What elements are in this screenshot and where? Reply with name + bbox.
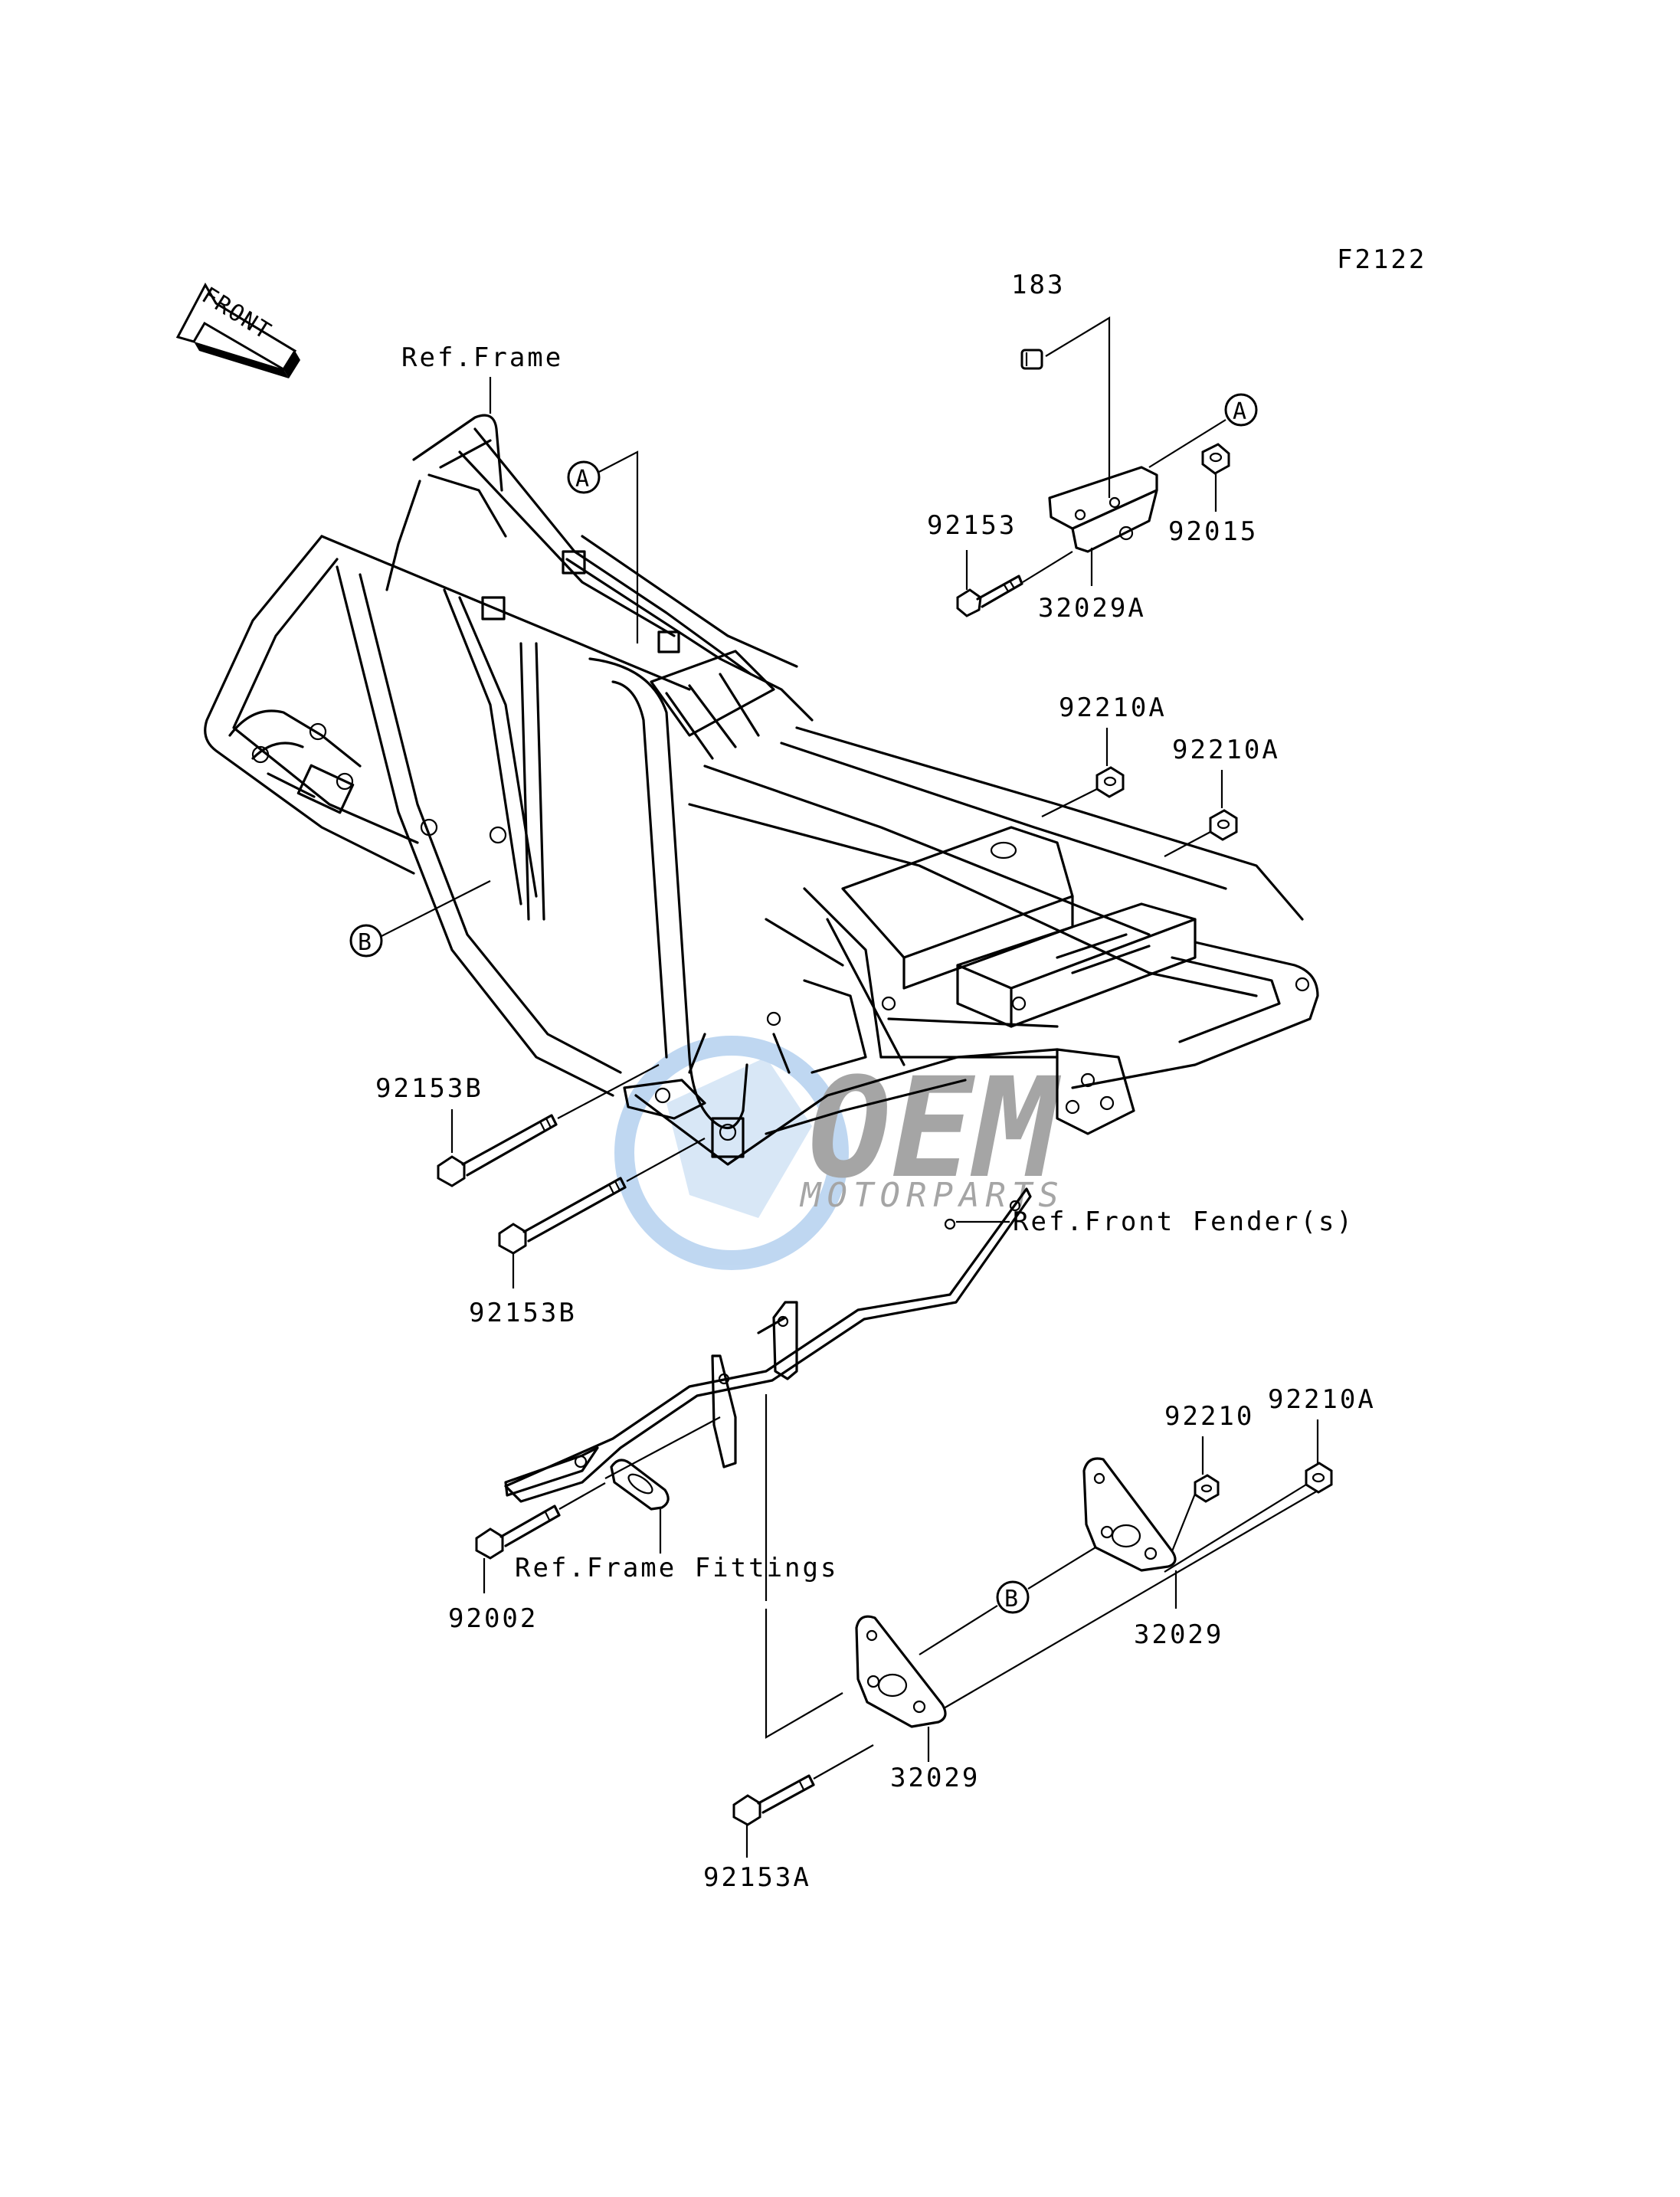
ref-frame-label: Ref.Frame [401, 342, 563, 373]
washer-plate-icon [610, 1459, 670, 1511]
bolt-92153a-icon [732, 1774, 815, 1826]
watermark-logo: OEM MOTORPARTS [614, 1036, 1065, 1270]
part-183-label: 183 [1011, 270, 1065, 300]
callout-b-frame [349, 924, 383, 958]
callout-a-top [1224, 393, 1258, 427]
callout-a-top-label: A [1233, 398, 1246, 425]
fender-bracket-bar [504, 1187, 1032, 1503]
part-92153b-2-label: 92153B [469, 1298, 577, 1328]
part-92002-label: 92002 [448, 1603, 538, 1634]
part-92015-label: 92015 [1168, 516, 1258, 547]
part-32029-2-label: 32029 [890, 1763, 980, 1793]
bolt-92153b-1-icon [437, 1114, 558, 1187]
watermark-brand: OEM [808, 1049, 1062, 1209]
bolt-92153b-2-icon [498, 1177, 627, 1255]
part-92210a-3-label: 92210A [1268, 1384, 1376, 1415]
part-92153-label: 92153 [927, 510, 1017, 541]
part-92210-label: 92210 [1164, 1401, 1254, 1432]
part-92210a-2-label: 92210A [1172, 735, 1280, 765]
figure-code: F2122 [1337, 244, 1426, 275]
nut-92210a-3-icon [1305, 1462, 1333, 1494]
bolt-92153-icon [956, 575, 1023, 617]
nut-92210a-1-icon [1095, 766, 1125, 798]
nut-92210-icon [1194, 1474, 1220, 1503]
watermark-sub: MOTORPARTS [799, 1176, 1065, 1215]
bracket-32029a-icon [1048, 466, 1158, 553]
main-frame [204, 414, 1319, 1166]
callout-a-frame-label: A [575, 466, 589, 493]
bolt-183-icon [1020, 349, 1043, 370]
callout-b-frame-label: B [358, 929, 372, 956]
part-92210a-1-label: 92210A [1059, 692, 1167, 723]
part-92153b-1-label: 92153B [375, 1073, 483, 1104]
part-92153a-label: 92153A [703, 1862, 811, 1893]
bolt-92002-icon [475, 1505, 561, 1560]
part-32029a-label: 32029A [1038, 593, 1146, 624]
callout-b-bracket-label: B [1004, 1586, 1018, 1613]
ref-frame-fittings-label: Ref.Frame Fittings [515, 1553, 838, 1583]
callout-b-bracket [996, 1580, 1030, 1614]
nut-92210a-2-icon [1209, 809, 1238, 841]
ref-front-fender-label: Ref.Front Fender(s) [1013, 1207, 1354, 1237]
part-32029-1-label: 32029 [1134, 1619, 1223, 1650]
plate-32029-upper-icon [1082, 1457, 1177, 1572]
front-arrow-icon: FRONT [175, 282, 300, 378]
callout-a-frame [567, 460, 601, 494]
plate-32029-lower-icon [855, 1615, 947, 1728]
nut-92015-icon [1201, 443, 1230, 475]
